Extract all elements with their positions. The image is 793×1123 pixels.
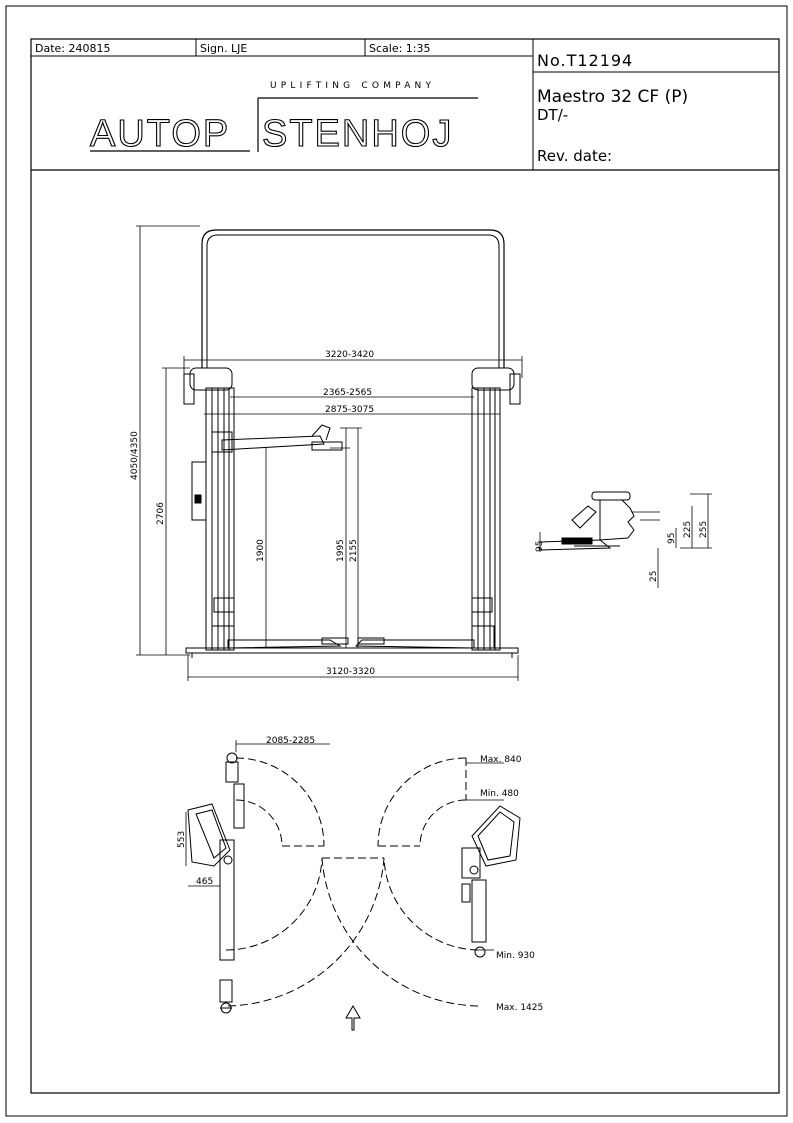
dim-h1900: 1900: [256, 539, 266, 562]
company-logo: UPLIFTING COMPANY AUTOP STENHOJ: [89, 81, 478, 156]
swing-arc-large-right: [321, 857, 479, 1007]
swing-arc-large-left: [227, 857, 385, 1007]
date-field: Date: 240815: [35, 42, 111, 55]
direction-arrow-icon: [345, 1005, 361, 1031]
left-column: [183, 367, 235, 651]
dim-arm-span: 2085-2285: [266, 736, 315, 746]
logo-brand-left: AUTOP: [90, 113, 230, 155]
dim-inner-width: 2365-2565: [323, 388, 372, 398]
dim-width-top: 3220-3420: [325, 350, 374, 360]
lower-lift-arm-left: [227, 639, 342, 649]
dim-max840: Max. 840: [480, 755, 522, 765]
right-column: [471, 367, 521, 651]
outer-border: [5, 5, 788, 1117]
sign-field: Sign. LJE: [200, 42, 247, 55]
plan-right-column: [461, 805, 521, 958]
dim-d225: 225: [683, 521, 693, 538]
dim-h1995: 1995: [336, 539, 346, 562]
plan-left-column: [187, 752, 245, 1014]
logo-brand-right: STENHOJ: [262, 113, 453, 155]
swing-arc-max-left: [235, 757, 325, 847]
overhead-bar: [201, 229, 505, 370]
dim-h2155: 2155: [349, 539, 359, 562]
swing-arc-max-right: [377, 757, 467, 847]
dim-outer-width: 2875-3075: [325, 405, 374, 415]
dim-max1425: Max. 1425: [496, 1003, 543, 1013]
dim-column-height: 2706: [156, 502, 166, 525]
logo-tagline: UPLIFTING COMPANY: [270, 81, 435, 91]
title-block: Date: 240815 Sign. LJE Scale: 1:35 No.T1…: [31, 39, 779, 171]
front-view: [136, 225, 523, 681]
dim-min930: Min. 930: [496, 951, 535, 961]
dim-base-width: 3120-3320: [326, 667, 375, 677]
drawing-number: No.T12194: [537, 51, 633, 70]
dim-d553: 553: [177, 831, 187, 848]
dim-d465: 465: [196, 877, 213, 887]
model-sub: DT/-: [537, 106, 568, 124]
scale-field: Scale: 1:35: [369, 42, 431, 55]
dim-d255: 255: [699, 521, 709, 538]
model-name: Maestro 32 CF (P): [537, 87, 688, 107]
revision-date: Rev. date:: [537, 147, 612, 165]
raised-lift-arm: [221, 435, 325, 451]
plan-view: [185, 740, 521, 1031]
dim-d95b: 95: [667, 533, 677, 544]
side-detail-view: [539, 491, 712, 588]
dim-min480: Min. 480: [480, 789, 519, 799]
dim-d25: 25: [649, 571, 659, 582]
inner-border: [30, 38, 780, 1094]
dim-d95a: 95: [535, 541, 545, 552]
dim-total-height: 4050/4350: [130, 431, 140, 480]
lifting-pad: [591, 491, 631, 501]
